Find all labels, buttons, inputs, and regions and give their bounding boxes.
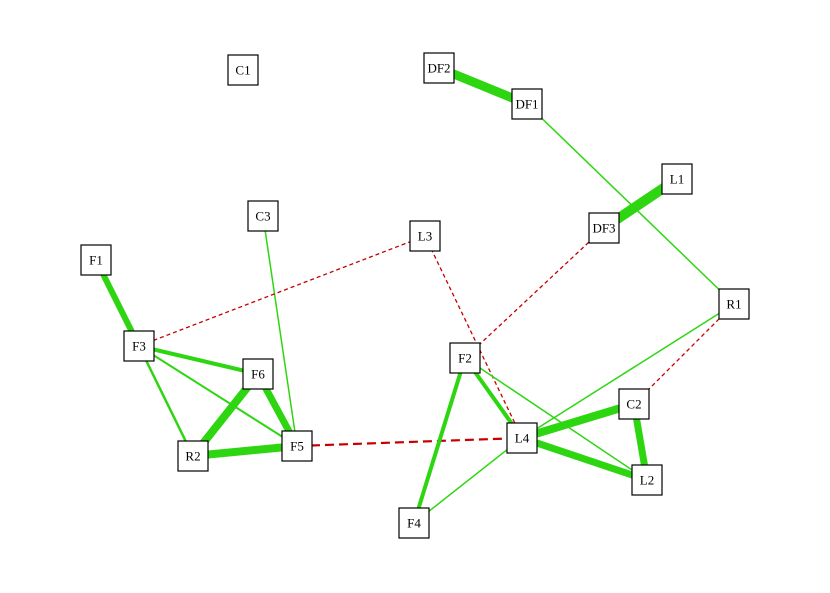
- node-label: R2: [185, 449, 200, 464]
- node-box: [398, 507, 430, 539]
- node-l1: L1: [661, 163, 693, 195]
- node-label: F6: [251, 367, 265, 382]
- edge-df3-f2: [464, 227, 605, 359]
- node-f4: F4: [398, 507, 430, 539]
- node-label: F3: [132, 339, 146, 354]
- node-label: C1: [235, 63, 250, 78]
- node-df2: DF2: [423, 52, 455, 84]
- edge-f5-l4: [296, 436, 523, 448]
- node-box: [506, 422, 538, 454]
- edge-f3-f5: [138, 345, 298, 447]
- edge-l3-l4: [424, 235, 523, 439]
- node-box: [631, 464, 663, 496]
- node-r1: R1: [718, 288, 750, 320]
- node-box: [242, 358, 274, 390]
- node-c2: C2: [618, 388, 650, 420]
- node-box: [281, 430, 313, 462]
- node-label: L1: [670, 172, 684, 187]
- edge-r1-c2: [633, 303, 735, 405]
- edge-l4-c2: [520, 400, 636, 442]
- edge-f3-f6: [138, 344, 259, 376]
- edge-f2-l2: [464, 357, 648, 481]
- node-df1: DF1: [511, 88, 543, 120]
- edge-df1-r1: [526, 103, 735, 305]
- node-box: [718, 288, 750, 320]
- node-f2: F2: [449, 342, 481, 374]
- node-f6: F6: [242, 358, 274, 390]
- edge-r1-l4: [521, 303, 735, 439]
- node-label: C2: [626, 397, 641, 412]
- node-df3: DF3: [588, 212, 620, 244]
- node-r2: R2: [177, 440, 209, 472]
- edge-l4-l2: [520, 434, 649, 484]
- node-c1: C1: [227, 54, 259, 86]
- node-box: [409, 220, 441, 252]
- node-box: [661, 163, 693, 195]
- node-l2: L2: [631, 464, 663, 496]
- node-label: L2: [640, 473, 654, 488]
- node-f3: F3: [123, 330, 155, 362]
- node-label: L3: [418, 229, 432, 244]
- node-f5: F5: [281, 430, 313, 462]
- node-label: L4: [515, 431, 530, 446]
- node-c3: C3: [247, 200, 279, 232]
- node-box: [247, 200, 279, 232]
- edge-c3-f5: [262, 215, 298, 447]
- node-label: F1: [89, 253, 103, 268]
- node-box: [123, 330, 155, 362]
- edge-l4-f4: [413, 437, 523, 524]
- node-box: [423, 52, 455, 84]
- node-box: [618, 388, 650, 420]
- node-label: DF3: [592, 221, 615, 236]
- node-label: F5: [290, 439, 304, 454]
- node-box: [511, 88, 543, 120]
- node-f1: F1: [80, 244, 112, 276]
- node-label: F4: [407, 516, 421, 531]
- node-box: [449, 342, 481, 374]
- node-label: C3: [255, 209, 270, 224]
- node-label: DF1: [515, 97, 538, 112]
- node-l3: L3: [409, 220, 441, 252]
- node-box: [80, 244, 112, 276]
- node-box: [227, 54, 259, 86]
- node-label: DF2: [427, 61, 450, 76]
- node-box: [177, 440, 209, 472]
- node-label: R1: [726, 297, 741, 312]
- node-label: F2: [458, 351, 472, 366]
- edge-l3-f3: [138, 235, 426, 347]
- node-box: [588, 212, 620, 244]
- edge-r2-f5: [192, 442, 298, 460]
- node-l4: L4: [506, 422, 538, 454]
- edge-f3-r2: [137, 345, 195, 457]
- edge-f2-f4: [412, 357, 467, 524]
